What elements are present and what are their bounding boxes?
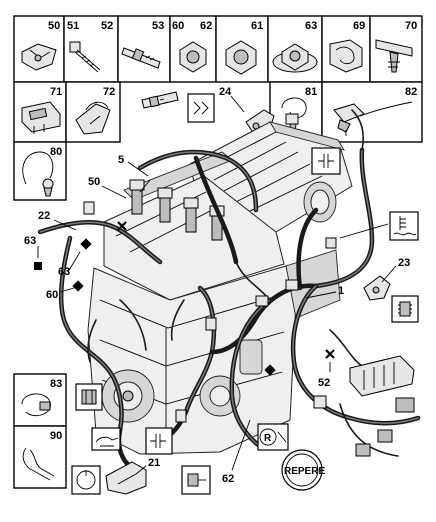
- callout-21: 21: [148, 457, 160, 469]
- connector-cluster: [349, 355, 415, 457]
- flange-nut-icon: [272, 43, 318, 73]
- label-71: 71: [50, 86, 62, 98]
- harness-clip: [325, 237, 337, 249]
- sensor-circle-icon: [71, 465, 101, 495]
- harness-clip: [205, 317, 217, 331]
- label-62: 62: [200, 20, 212, 32]
- label-80: 80: [50, 146, 62, 158]
- label-61: 61: [251, 20, 263, 32]
- callout-50: 50: [88, 176, 100, 188]
- spring-clip-icon: [22, 447, 55, 481]
- marker-square: [72, 280, 84, 292]
- parts-grid-bottom: 83 90: [13, 373, 67, 489]
- callout-63-left: 63: [24, 235, 36, 247]
- callout-23: 23: [398, 257, 410, 269]
- r-label: R: [264, 433, 272, 444]
- harness-clip: [255, 295, 269, 307]
- connector-block-icon: [21, 101, 61, 134]
- nut-icon: [225, 40, 257, 75]
- label-70: 70: [405, 20, 417, 32]
- callout-1: 1: [338, 285, 344, 297]
- marker-square: [80, 238, 92, 250]
- wiring-harness: [37, 109, 421, 473]
- bracket-23: [363, 275, 391, 301]
- label-52: 52: [101, 20, 113, 32]
- label-72: 72: [103, 86, 115, 98]
- r-icon: R: [257, 423, 289, 451]
- callout-labels: 24 5 50 22 63 63 60 23 1 52 21 62: [24, 86, 410, 485]
- sensor-probe: [141, 91, 179, 109]
- cable-tie-icon: [21, 393, 51, 416]
- label-81: 81: [305, 86, 317, 98]
- clip-plate-icon: [21, 43, 57, 71]
- leader-lines: [37, 95, 397, 475]
- connector: [377, 429, 393, 443]
- label-51: 51: [67, 20, 79, 32]
- symbol-capacitor-bottom: [145, 427, 173, 455]
- repere-badge: REPERE: [281, 449, 325, 491]
- callout-5: 5: [118, 154, 124, 166]
- tie-strap-icon: [22, 151, 54, 197]
- callout-24: 24: [219, 86, 232, 98]
- fuse-icon: [75, 383, 103, 411]
- callout-52: 52: [318, 377, 330, 389]
- marker-square: [34, 262, 42, 270]
- callout-22: 22: [38, 210, 50, 222]
- connector-lead-icon: [333, 101, 413, 136]
- repere-label: REPERE: [284, 466, 325, 477]
- bracket-21: [105, 461, 147, 495]
- callout-62: 62: [222, 473, 234, 485]
- label-90: 90: [50, 430, 62, 442]
- stud-icon: [121, 47, 161, 69]
- marker-x: [325, 349, 335, 359]
- harness-clip: [285, 279, 299, 291]
- label-60: 60: [172, 20, 184, 32]
- markers: [34, 221, 335, 376]
- harness-clip: [83, 201, 95, 215]
- label-69: 69: [353, 20, 365, 32]
- label-63: 63: [305, 20, 317, 32]
- label-50: 50: [48, 20, 60, 32]
- parts-grid-top: 50 51 52 53 60 62 61 63 69 70: [13, 15, 423, 83]
- oil-filter: [239, 339, 263, 375]
- marker-x: [117, 221, 127, 231]
- push-clip-icon: [375, 39, 413, 73]
- label-53: 53: [152, 20, 164, 32]
- nut-icon: [179, 41, 207, 73]
- bolt-icon: [69, 41, 101, 73]
- harness-clip: [313, 395, 327, 409]
- label-83: 83: [50, 378, 62, 390]
- label-82: 82: [405, 86, 417, 98]
- part-cell-83: [13, 373, 67, 427]
- connector-clip-icon: [75, 101, 111, 135]
- connector: [395, 397, 415, 413]
- chip-icon: [391, 295, 419, 323]
- symbol-capacitor-top: [311, 147, 341, 175]
- harness-clip: [175, 409, 187, 423]
- connector: [355, 443, 371, 457]
- oil-pressure-icon: [91, 427, 121, 451]
- callout-60: 60: [46, 289, 58, 301]
- relay-icon: [181, 465, 211, 495]
- callout-63-center: 63: [58, 266, 70, 278]
- marker-square: [264, 364, 276, 376]
- coolant-temp-icon: [389, 211, 419, 241]
- harness-clip-icon: [329, 39, 363, 73]
- symbol-box-wave: [187, 93, 215, 123]
